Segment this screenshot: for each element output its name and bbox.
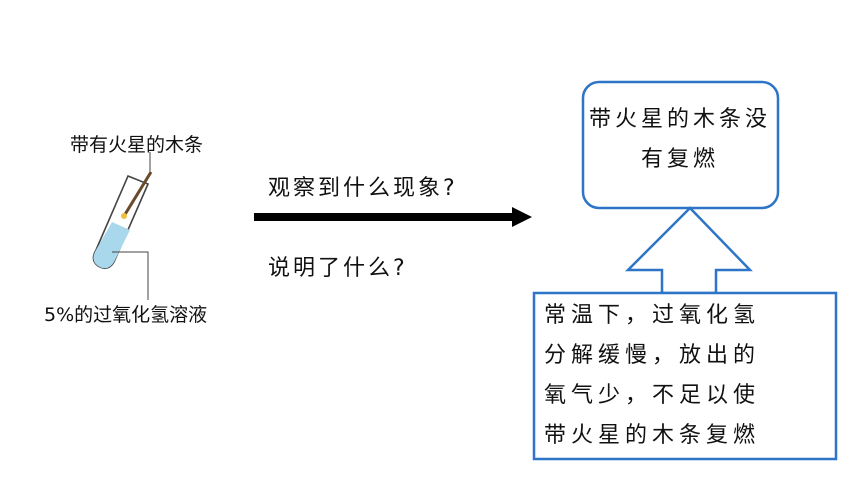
glowing-ember	[121, 213, 127, 219]
wooden-splint	[122, 171, 153, 217]
explanation-line: 氧气少，不足以使	[544, 383, 761, 408]
explanation-line: 分解缓慢，放出的	[544, 343, 761, 368]
explanation-line: 常温下，过氧化氢	[544, 303, 761, 328]
splint-label: 带有火星的木条	[70, 134, 204, 156]
explanation-text: 常温下，过氧化氢 分解缓慢，放出的 氧气少，不足以使 带火星的木条复燃	[544, 296, 834, 456]
question-explain: 说明了什么?	[268, 256, 408, 281]
question-observe: 观察到什么现象?	[268, 176, 458, 201]
solution-label: 5%的过氧化氢溶液	[44, 304, 208, 326]
observation-text: 带火星的木条没有复燃	[588, 107, 771, 172]
test-tube-illustration	[92, 152, 153, 300]
explanation-box-shape	[532, 291, 838, 461]
process-arrow	[254, 207, 532, 227]
explanation-line: 带火星的木条复燃	[544, 423, 761, 448]
hydrogen-peroxide-liquid	[93, 222, 130, 269]
